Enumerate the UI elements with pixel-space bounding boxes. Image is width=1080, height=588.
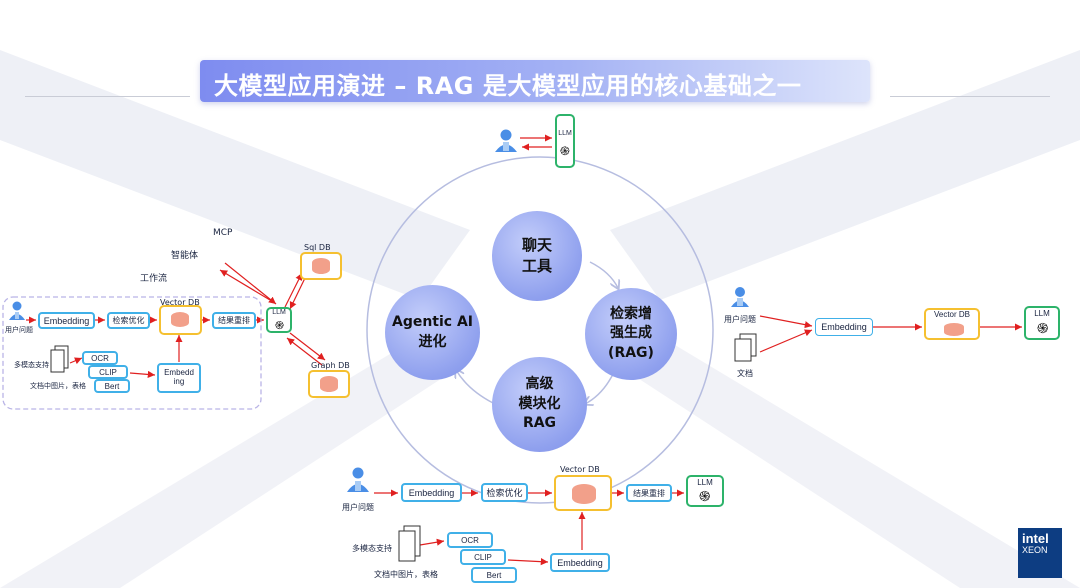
bottom-vector-db-label: Vector DB [560,465,600,474]
document-icon [734,333,757,362]
left-sql-db-label: Sql DB [304,243,331,252]
bottom-ocr-box: OCR [447,532,493,548]
left-mcp: MCP [213,228,233,238]
title-rule-left [25,96,190,97]
left-retrieval-opt-box: 检索优化 [107,312,150,329]
left-graph-db-box [308,370,350,398]
right-llm-box: LLM ֍ [1024,306,1060,340]
right-llm-label: LLM [1034,309,1050,318]
left-workflow: 工作流 [140,274,168,284]
database-icon [312,258,330,274]
left-embedding2-box: Embedd ing [157,363,201,393]
bottom-bert-box: Bert [471,567,517,583]
bottom-embedding-box: Embedding [401,483,462,502]
left-agent: 智能体 [171,251,199,261]
user-icon [9,301,25,320]
openai-icon: ֍ [560,144,570,158]
openai-icon: ֍ [699,489,711,505]
cycle-chat-tools: 聊天工具 [492,211,582,301]
openai-icon: ֍ [1037,321,1049,337]
top-llm-box: LLM ֍ [555,114,575,168]
left-multimodal: 多模态支持 [14,361,49,369]
bottom-vector-db-box [554,475,612,511]
left-doc-images: 文档中图片，表格 [30,382,86,390]
left-bert-box: Bert [94,379,130,393]
bottom-doc-images: 文档中图片，表格 [374,570,438,579]
left-llm-label: LLM [272,309,286,316]
title-rule-right [890,96,1050,97]
bottom-clip-box: CLIP [460,549,506,565]
left-user-question: 用户问题 [5,326,33,334]
left-sql-db-box [300,252,342,280]
user-icon [731,287,749,307]
logo-text-1: intel [1022,531,1049,546]
right-docs: 文档 [737,369,753,378]
right-vector-db-label: Vector DB [933,310,970,319]
user-icon [347,467,369,492]
bottom-retrieval-opt-box: 检索优化 [481,483,528,502]
bottom-multimodal: 多模态支持 [352,544,392,553]
database-icon [171,312,189,327]
openai-icon: ֍ [275,319,284,332]
top-llm-label: LLM [558,130,572,137]
database-icon [320,376,338,392]
title-banner: 大模型应用演进 – RAG 是大模型应用的核心基础之一 [200,60,870,102]
left-ocr-box: OCR [82,351,118,365]
bottom-llm-box: LLM ֍ [686,475,724,507]
left-vector-db-label: Vector DB [160,298,200,307]
cycle-rag: 检索增强生成(RAG) [585,288,677,380]
right-user-question: 用户问题 [724,315,756,324]
database-icon [944,323,964,336]
bottom-llm-label: LLM [697,478,713,487]
left-graph-db-label: Graph DB [311,361,350,370]
database-icon [572,484,596,504]
bottom-rerank-box: 结果重排 [626,484,672,502]
logo-text-2: XEON [1022,545,1048,555]
bottom-user-question: 用户问题 [342,503,374,512]
right-embedding-box: Embedding [815,318,873,336]
left-rerank-box: 结果重排 [212,312,256,329]
document-icon [398,525,421,562]
document-icon [50,345,69,373]
left-embedding-box: Embedding [38,312,95,329]
page-title: 大模型应用演进 – RAG 是大模型应用的核心基础之一 [214,72,802,100]
left-llm-box: LLM ֍ [266,307,292,333]
user-icon [495,129,517,152]
right-vector-db-box: Vector DB [924,308,980,340]
bottom-embedding2-box: Embedding [550,553,610,572]
intel-xeon-logo: intel XEON [1018,528,1062,578]
left-clip-box: CLIP [88,365,128,379]
